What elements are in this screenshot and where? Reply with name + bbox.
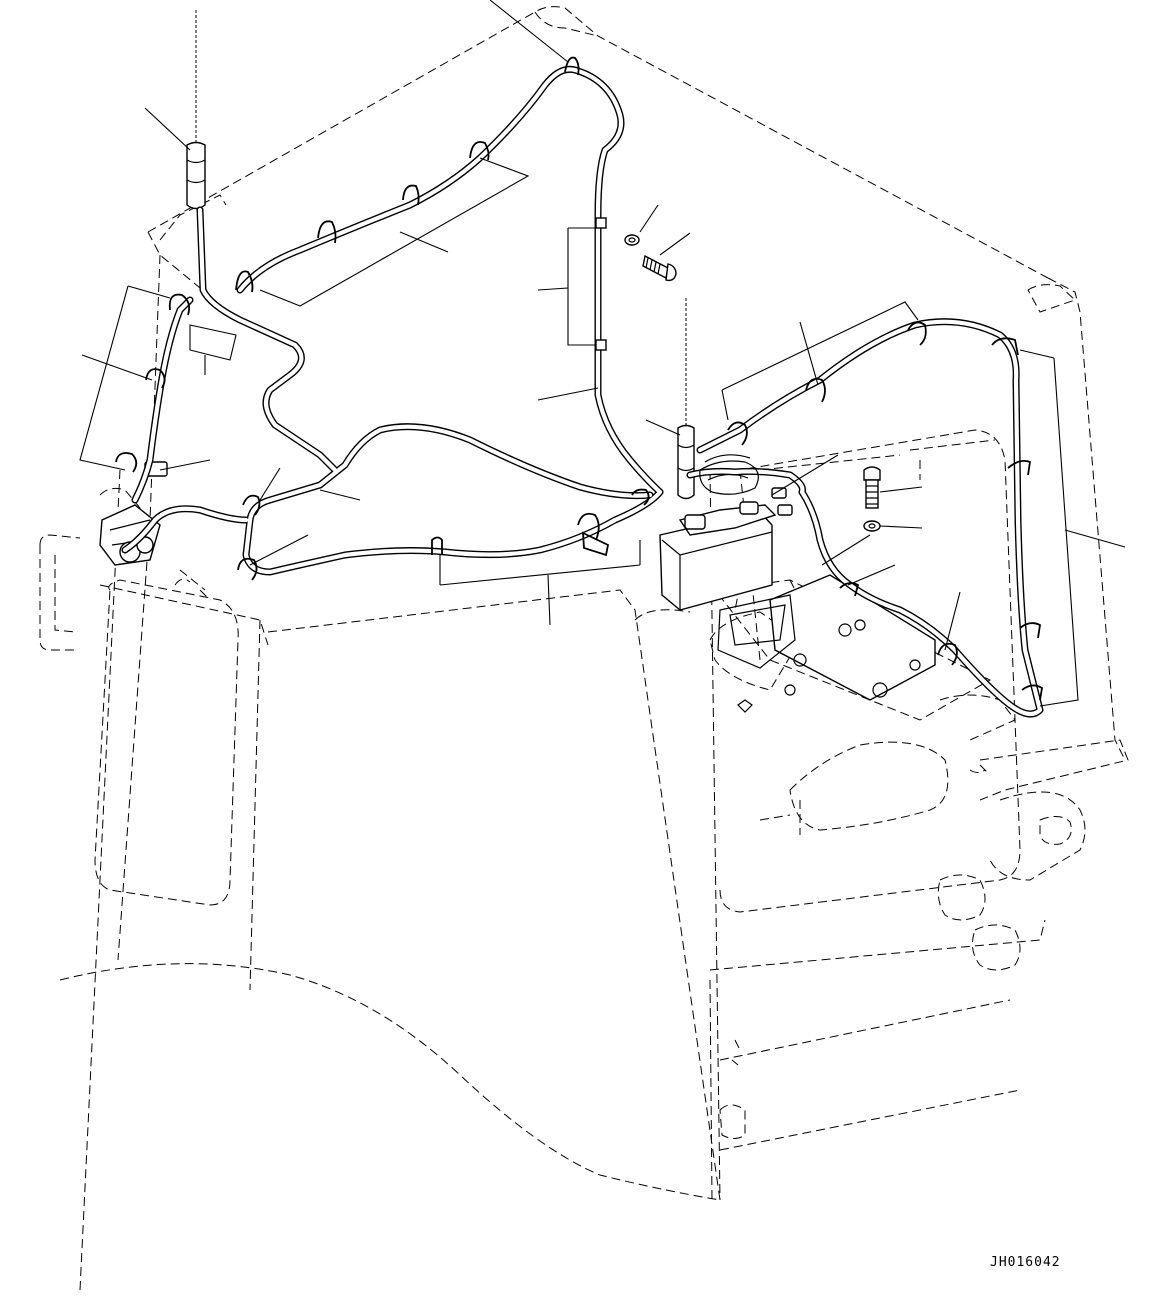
left-antenna (186, 10, 206, 210)
callout-brackets (79, 157, 1079, 707)
cab-outline (39, 6, 1129, 1291)
drawing-id-label: JH016042 (990, 1255, 1061, 1270)
wiring-harness (121, 65, 1044, 718)
control-panel (717, 574, 936, 713)
battery-box (659, 501, 777, 611)
hardware (624, 234, 881, 532)
right-antenna (677, 298, 695, 500)
left-connector-block (99, 461, 168, 566)
harness-clamps (115, 56, 1043, 701)
leader-lines (81, 0, 1126, 651)
